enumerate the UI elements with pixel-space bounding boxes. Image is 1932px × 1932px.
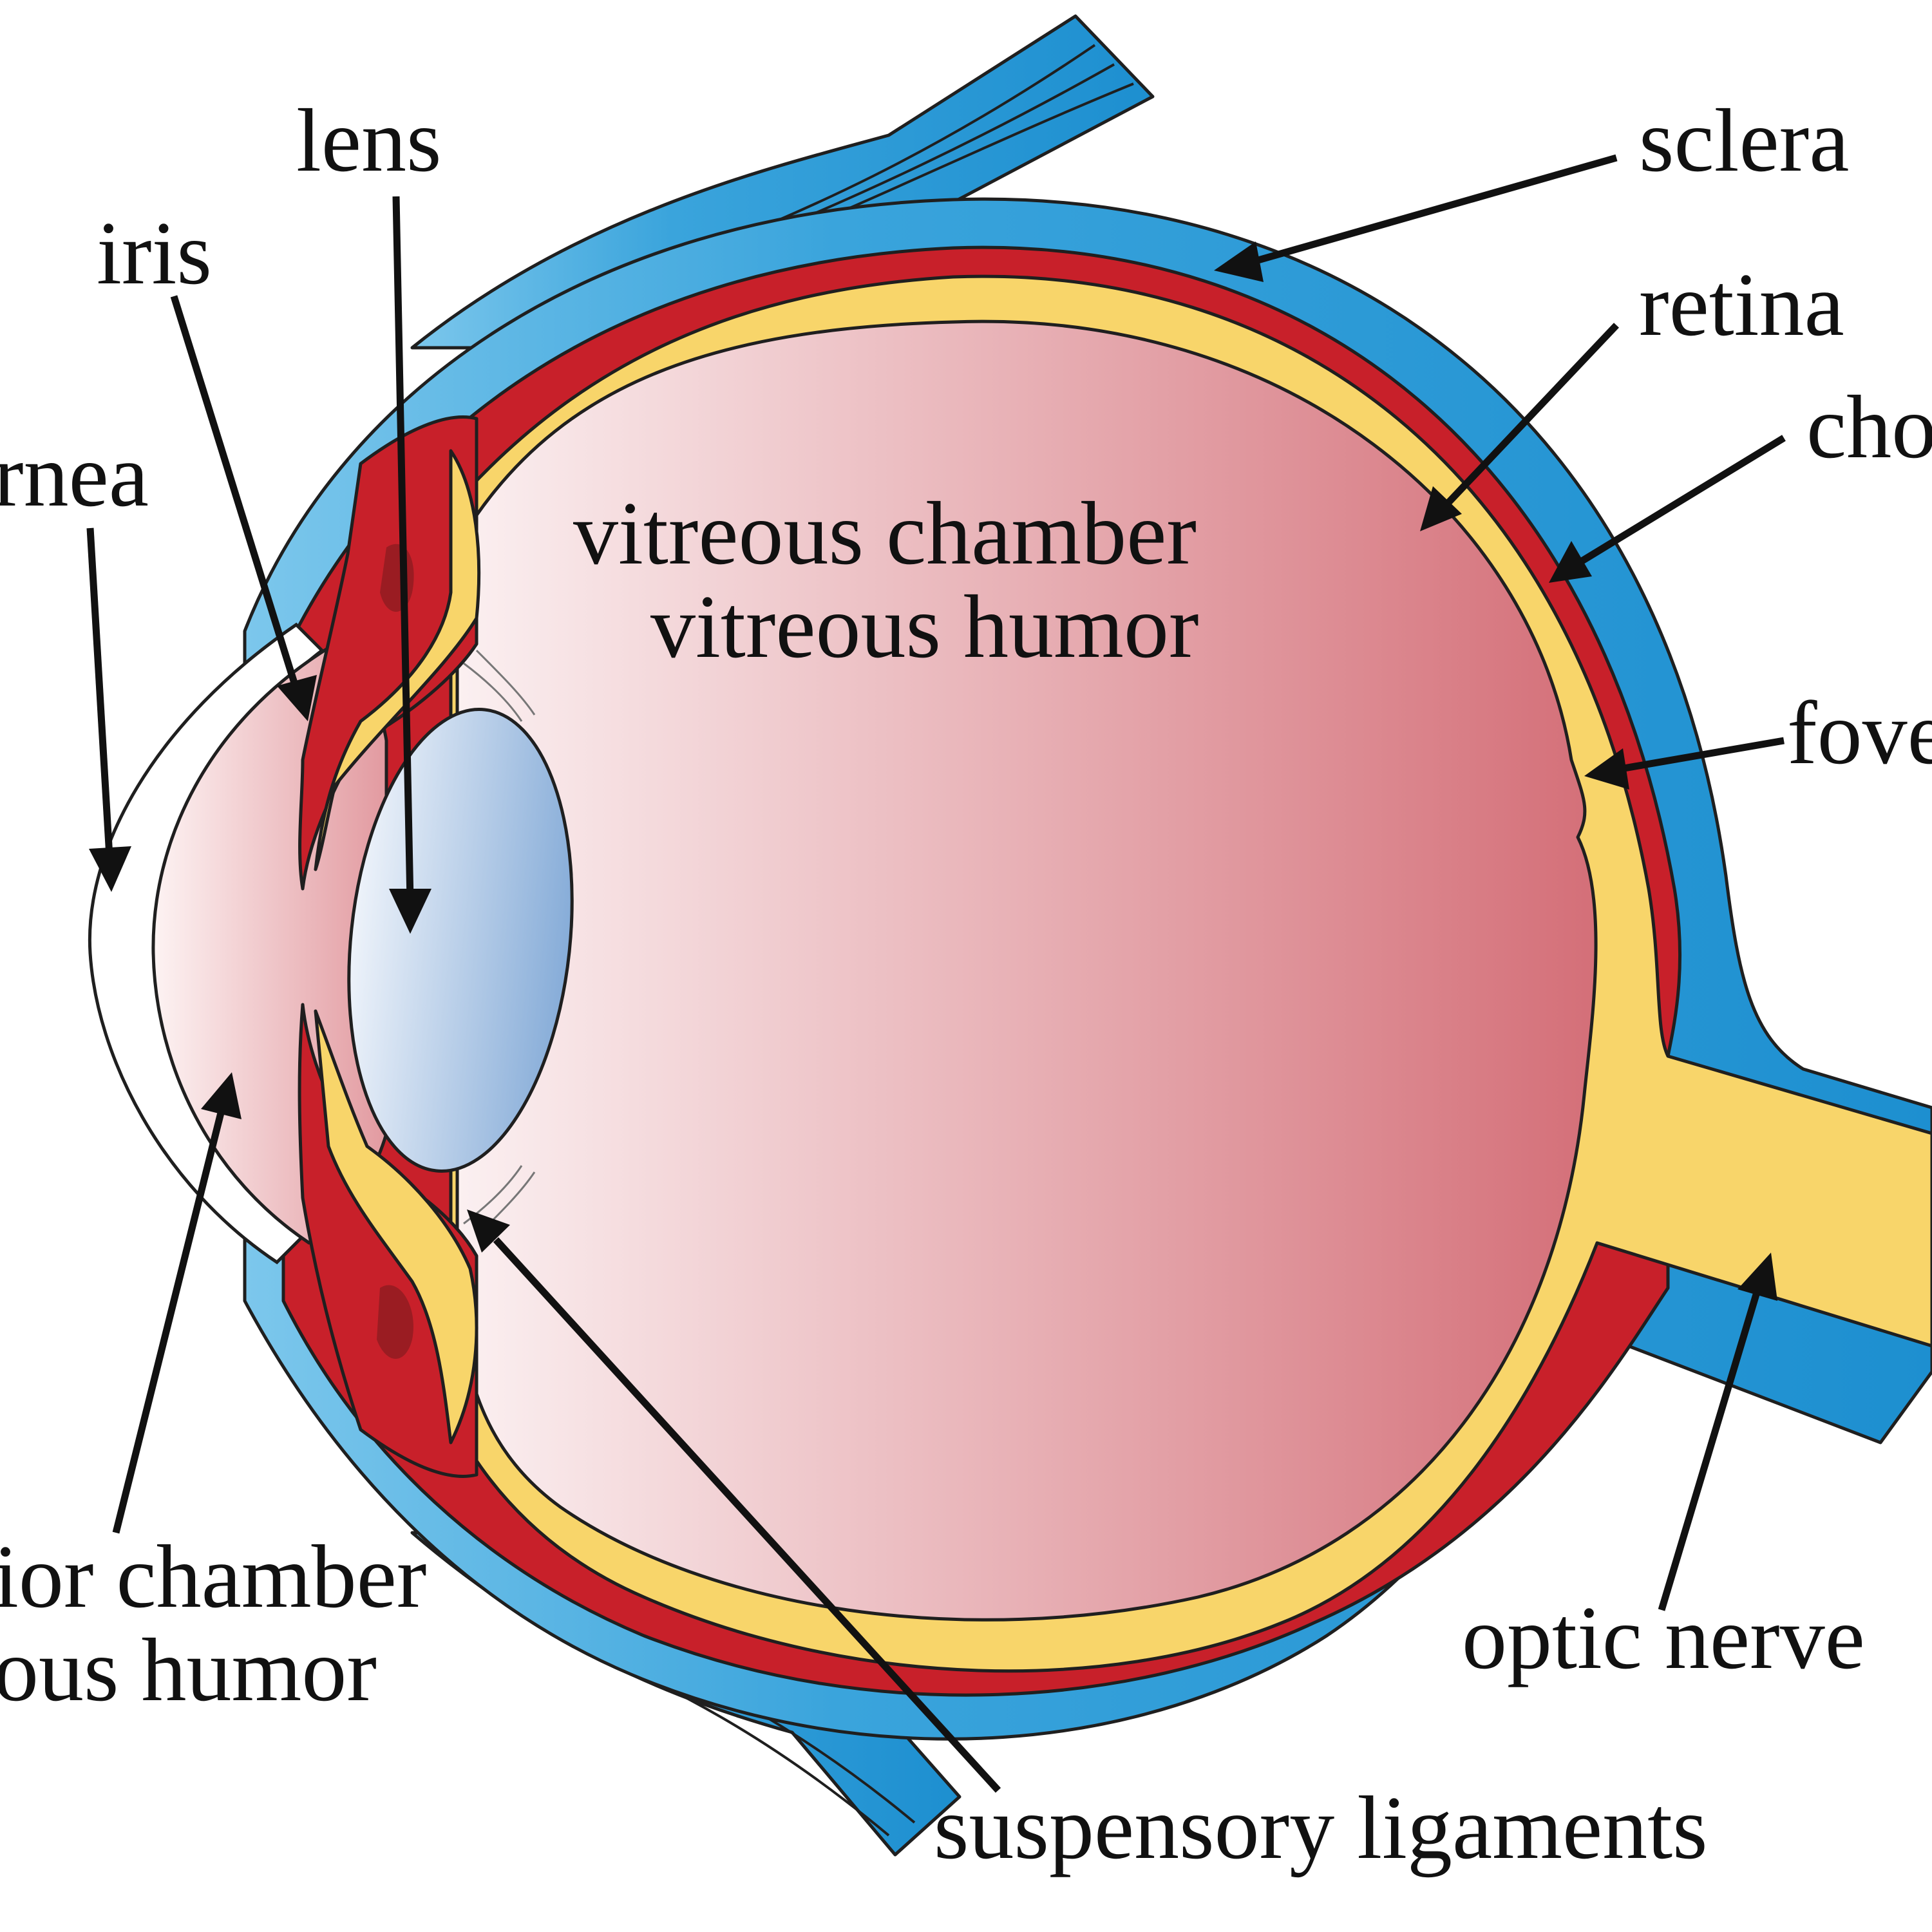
retina-arrow <box>1440 323 1619 511</box>
cornea-arrow <box>86 527 113 857</box>
label-fovea: fove <box>1787 683 1932 783</box>
iris-arrow <box>170 295 300 690</box>
aqueous-arrow <box>112 1106 226 1534</box>
iris-upper-inner <box>314 449 481 871</box>
label-iris: iris <box>97 204 212 303</box>
label-sclera: sclera <box>1639 91 1849 191</box>
sclera-arrow <box>1255 154 1618 265</box>
label-choroid: cho <box>1806 377 1932 477</box>
suspensory-arrow <box>493 1237 1001 1793</box>
label-optic-nerve: optic nerve <box>1462 1588 1865 1688</box>
lens-arrow <box>392 196 414 902</box>
optic-nerve-arrow <box>1658 1287 1762 1611</box>
label-aqueous-chamber: ior chamber <box>0 1527 426 1627</box>
vitreous-chamber <box>455 319 1598 1622</box>
label-lens: lens <box>296 91 442 191</box>
label-vitreous-humor: vitreous humor <box>650 577 1199 677</box>
fovea-arrow <box>1616 737 1785 773</box>
label-retina: retina <box>1639 255 1844 355</box>
label-cornea: rnea <box>0 426 149 526</box>
lens-shape <box>347 708 574 1173</box>
choroid-arrow <box>1576 435 1786 567</box>
label-aqueous-humor: ous humor <box>0 1620 377 1720</box>
label-arrows <box>86 154 1786 1793</box>
iris-lower-inner <box>314 1009 478 1444</box>
label-vitreous-chamber: vitreous chamber <box>573 484 1197 583</box>
label-suspensory-ligaments: suspensory ligaments <box>934 1778 1708 1878</box>
labels: lens iris rnea sclera retina cho fove vi… <box>0 91 1932 1878</box>
